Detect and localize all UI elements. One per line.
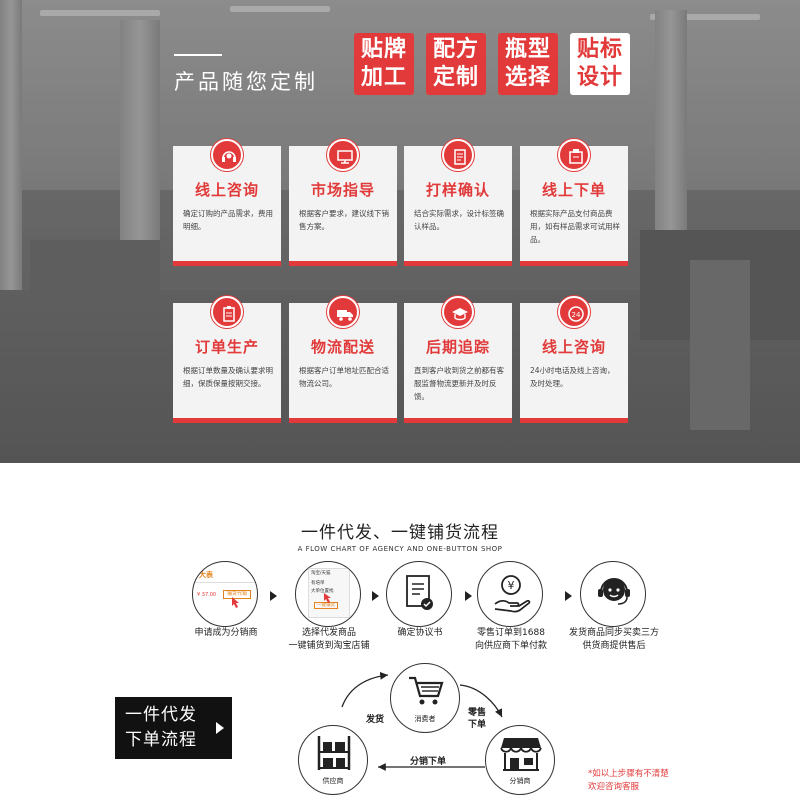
agreement-icon [386, 561, 452, 627]
order-icon [558, 139, 590, 171]
tag-bottle: 瓶型选择 [498, 33, 558, 95]
arrow-right-icon [372, 591, 379, 601]
service-card: 线上下单 根据实际产品支付商品费用，如有样品需求可试用样品。 [520, 139, 628, 266]
tag-oem: 贴牌加工 [354, 33, 414, 95]
flow-subtitle: A FLOW CHART OF AGENCY AND ONE-BUTTON SH… [297, 545, 503, 553]
tag-formula: 配方定制 [426, 33, 486, 95]
service-card: 打样确认 结合实际需求，设计标签确认样品。 [404, 139, 512, 266]
select-screenshot-icon: 淘宝/天猫 有培单 大单位置找 一键铺货 [295, 561, 361, 627]
distributor-node: 分销商 [485, 725, 555, 795]
help-note: *如以上步骤有不清楚 欢迎咨询客服 [588, 769, 669, 792]
shopping-cart-icon [409, 676, 444, 705]
monitor-icon [327, 139, 359, 171]
title-divider [174, 54, 222, 56]
edge-ship-label: 发货 [366, 715, 385, 725]
document-icon [442, 139, 474, 171]
service-card: 订单生产 根据订单数量及确认要求明细，保质保量按期交接。 [173, 296, 281, 423]
mortarboard-icon [442, 296, 474, 328]
service-card: 24 线上咨询 24小时电话及线上咨询，及时处理。 [520, 296, 628, 423]
service-card: 市场指导 根据客户要求，建议线下销售方案。 [289, 139, 397, 266]
flow-title: 一件代发、一键铺货流程 [301, 523, 499, 543]
truck-icon [327, 296, 359, 328]
yuan-hand-icon: ¥ [477, 561, 543, 627]
warehouse-shelf-icon [317, 736, 351, 770]
24h-icon: 24 [558, 296, 590, 328]
svg-text:24: 24 [572, 311, 581, 319]
process-title-box: 一件代发 下单流程 [115, 697, 232, 759]
consumer-node: 消费者 [390, 663, 460, 733]
service-card: 线上咨询 确定订购的产品需求，费用明细。 [173, 139, 281, 266]
arrow-right-icon [565, 591, 572, 601]
clipboard-icon [211, 296, 243, 328]
play-icon [216, 722, 224, 734]
tag-label: 贴标设计 [570, 33, 630, 95]
hero-section: 产品随您定制 贴牌加工 配方定制 瓶型选择 贴标设计 线上咨询 确定订购的产品需… [0, 0, 800, 463]
apply-screenshot-icon: 大表 ¥ 37.00 铺货代销 [192, 561, 258, 627]
step-label: 发货商品同步买卖三方供货商提供售后 [568, 628, 659, 651]
svg-text:¥: ¥ [508, 579, 515, 592]
step-label: 确定协议书 [397, 628, 443, 638]
service-agent-icon [580, 561, 646, 627]
storefront-icon [500, 738, 542, 771]
service-card: 后期追踪 直到客户收到货之前都有客服监督物流更新并及时反馈。 [404, 296, 512, 423]
step-label: 申请成为分销商 [194, 628, 258, 638]
supplier-node: 供应商 [298, 725, 368, 795]
headset-icon [211, 139, 243, 171]
edge-dist-order-label: 分销下单 [410, 757, 447, 767]
service-card: 物流配送 根据客户订单地址匹配合适物流公司。 [289, 296, 397, 423]
step-label: 选择代发商品一键铺货到淘宝店铺 [288, 628, 370, 651]
arrow-right-icon [465, 591, 472, 601]
feature-tags: 贴牌加工 配方定制 瓶型选择 贴标设计 [354, 33, 630, 95]
arrow-right-icon [270, 591, 277, 601]
edge-retail-label: 零售下单 [468, 708, 487, 730]
hero-title: 产品随您定制 [174, 70, 318, 94]
process-arrows [341, 671, 503, 771]
